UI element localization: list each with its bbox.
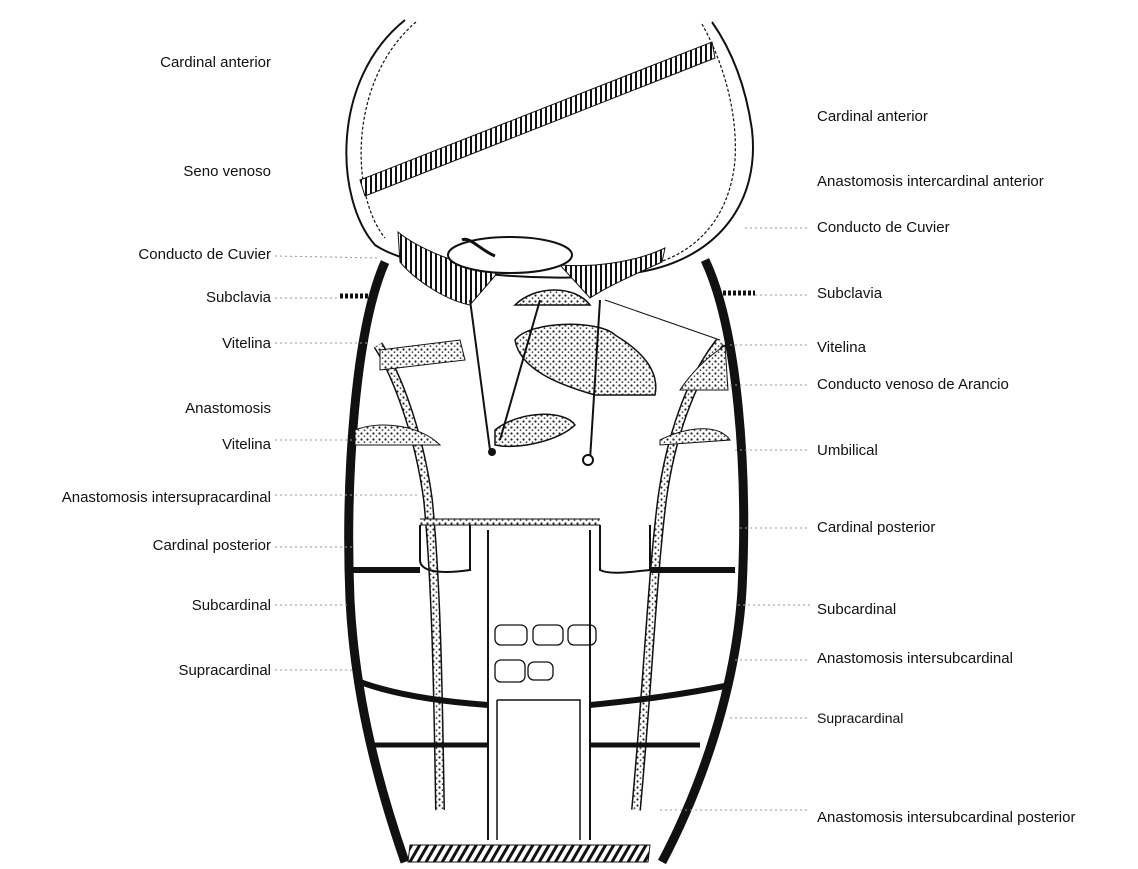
label-left-cardinal-anterior: Cardinal anterior <box>160 54 271 72</box>
label-right-conducto-de-cuvier: Conducto de Cuvier <box>817 219 950 237</box>
label-left-anastomosis-intersupracardinal: Anastomosis intersupracardinal <box>62 489 271 507</box>
label-right-conducto-venoso-de-arancio: Conducto venoso de Arancio <box>817 376 1009 394</box>
label-right-vitelina: Vitelina <box>817 339 866 357</box>
label-left-vitelina-lower: Vitelina <box>222 436 271 454</box>
label-right-cardinal-anterior: Cardinal anterior <box>817 108 928 126</box>
posterior-anastomosis <box>408 845 650 862</box>
label-right-subcardinal: Subcardinal <box>817 601 896 619</box>
label-right-subclavia: Subclavia <box>817 285 882 303</box>
supracardinal-veins <box>378 342 720 810</box>
label-left-vitelina-upper: Vitelina <box>222 335 271 353</box>
label-right-anastomosis-intersubcardinal-posterior: Anastomosis intersubcardinal posterior <box>817 809 1075 827</box>
label-right-anastomosis-intercardinal-anterior: Anastomosis intercardinal anterior <box>817 173 1044 191</box>
label-left-anastomosis: Anastomosis <box>185 400 271 418</box>
label-left-conducto-de-cuvier: Conducto de Cuvier <box>138 246 271 264</box>
label-right-anastomosis-intersubcardinal: Anastomosis intersubcardinal <box>817 650 1013 668</box>
label-right-cardinal-posterior: Cardinal posterior <box>817 519 935 537</box>
label-left-subclavia: Subclavia <box>206 289 271 307</box>
label-left-supracardinal: Supracardinal <box>178 662 271 680</box>
sinus-venosus <box>346 20 753 305</box>
subcardinal-veins <box>352 525 735 840</box>
label-left-subcardinal: Subcardinal <box>192 597 271 615</box>
label-left-seno-venoso: Seno venoso <box>183 163 271 181</box>
label-left-cardinal-posterior: Cardinal posterior <box>153 537 271 555</box>
label-right-umbilical: Umbilical <box>817 442 878 460</box>
label-right-supracardinal: Supracardinal <box>817 709 903 727</box>
vitelline-liver-plexus <box>355 290 730 465</box>
